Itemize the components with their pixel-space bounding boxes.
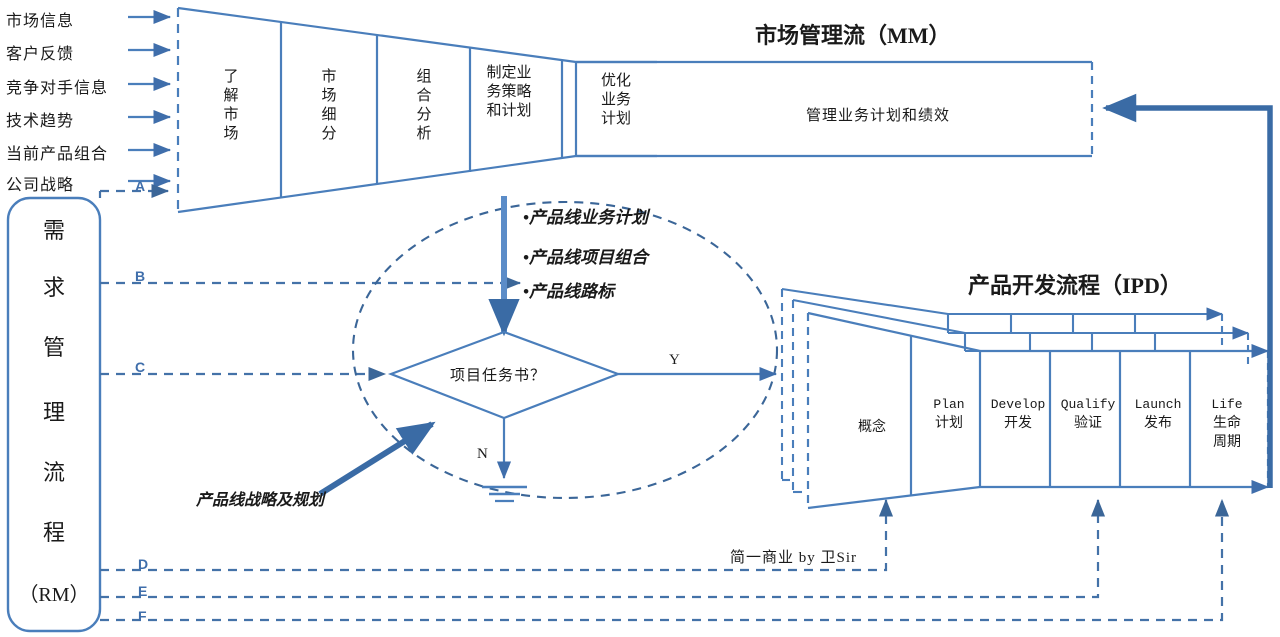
mm-stage-2: 组合分析 xyxy=(416,69,432,142)
rm-route-D: D xyxy=(138,556,149,572)
input-label-1: 客户反馈 xyxy=(6,46,75,63)
center-bullet-1-text: 产品线项目组合 xyxy=(528,248,648,267)
product-line-strategy-arrow xyxy=(318,421,436,497)
ipd-stage-2-en: Develop xyxy=(990,397,1046,412)
center-bullet-0: •产品线业务计划 xyxy=(523,208,648,227)
mm-stage-3: 制定业务策略和计划 xyxy=(486,65,532,119)
rm-box-outline xyxy=(6,196,102,633)
rm-char-0: 需 xyxy=(42,218,65,243)
rm-route-C: C xyxy=(135,359,146,375)
input-label-5: 公司战略 xyxy=(6,177,75,194)
ipd-stage-3-cn: 验证 xyxy=(1074,416,1102,431)
rm-char-1: 求 xyxy=(42,275,65,300)
mm-title: 市场管理流（MM） xyxy=(755,23,951,48)
mm-manage-box-label: 管理业务计划和绩效 xyxy=(806,108,951,124)
center-bullet-0-text: 产品线业务计划 xyxy=(528,208,648,227)
mm-stage-0: 了解市场 xyxy=(223,69,239,142)
ipd-stage-0-cn: 概念 xyxy=(858,420,886,435)
ipd-stage-4-en: Launch xyxy=(1134,397,1182,412)
input-label-3: 技术趋势 xyxy=(6,113,75,130)
watermark-label: 简一商业 by 卫Sir xyxy=(730,550,858,566)
input-arrows xyxy=(128,9,172,189)
rm-route-E: E xyxy=(138,583,148,599)
ipd-stage-5-cn: 生命周期 xyxy=(1213,416,1241,450)
rm-char-2: 管 xyxy=(42,335,65,360)
mm-stage-1: 市场细分 xyxy=(321,69,337,142)
product-line-strategy-label: 产品线战略及规划 xyxy=(196,492,325,509)
ipd-stage-3-en: Qualify xyxy=(1060,397,1116,412)
rm-char-3: 理 xyxy=(42,400,65,425)
mm-manage-box xyxy=(574,60,1094,158)
ipd-stage-4-cn: 发布 xyxy=(1144,416,1172,431)
rm-route-A: A xyxy=(135,178,146,194)
rm-route-lines xyxy=(98,183,1230,622)
input-label-2: 竞争对手信息 xyxy=(6,80,109,97)
rm-char-4: 流 xyxy=(42,460,65,485)
ipd-stage-5-en: Life xyxy=(1211,397,1243,412)
mm-stage-4: 优化业务计划 xyxy=(600,73,631,127)
yes-label: Y xyxy=(669,352,680,368)
rm-char-5: 程 xyxy=(42,520,65,545)
no-label: N xyxy=(477,446,488,462)
decision-label: 项目任务书？ xyxy=(450,368,547,384)
rm-char-6: （RM） xyxy=(18,584,90,606)
rm-route-B: B xyxy=(135,268,146,284)
rm-route-F: F xyxy=(138,608,147,624)
input-label-0: 市场信息 xyxy=(6,13,75,30)
ipd-stage-2-cn: 开发 xyxy=(1004,416,1032,431)
ipd-stage-1-en: Plan xyxy=(933,397,965,412)
ipd-to-mm-feedback-arrow xyxy=(1102,93,1273,488)
center-bullet-1: •产品线项目组合 xyxy=(523,248,648,267)
ipd-title: 产品开发流程（IPD） xyxy=(968,273,1182,298)
ipd-funnel-layer-1 xyxy=(780,287,1224,482)
product-line-planning-ellipse xyxy=(351,200,779,500)
no-branch-arrow xyxy=(482,418,527,503)
ipd-stage-1-cn: 计划 xyxy=(935,416,963,431)
center-bullet-2: •产品线路标 xyxy=(523,282,614,301)
input-label-4: 当前产品组合 xyxy=(6,146,109,163)
center-bullet-2-text: 产品线路标 xyxy=(528,282,614,301)
